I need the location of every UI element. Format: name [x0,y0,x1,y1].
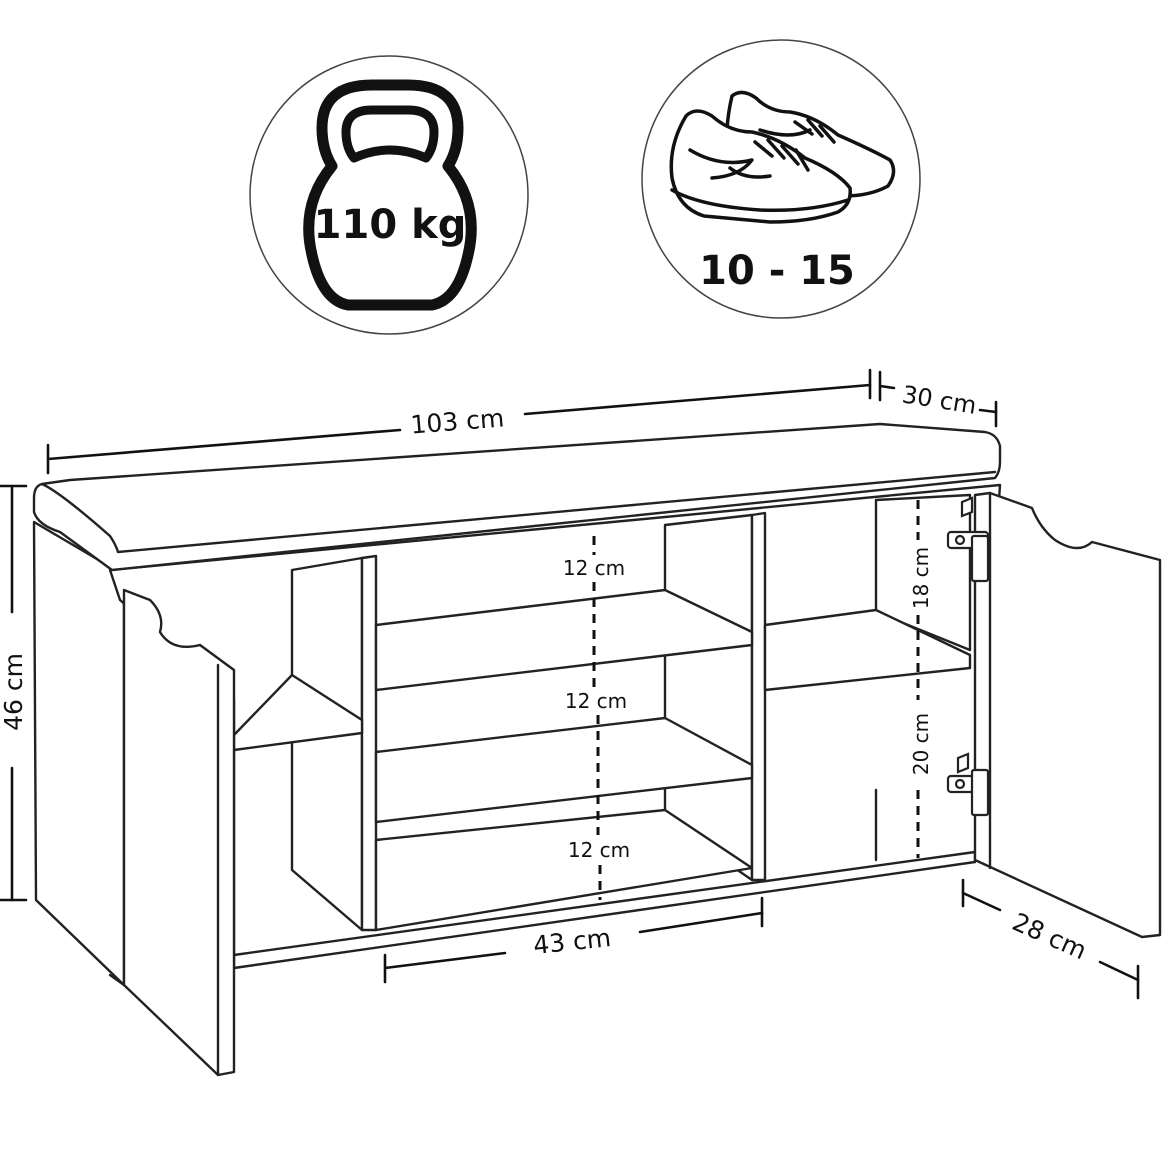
depth-label: 30 cm [900,380,978,419]
divider-center-left [360,554,378,932]
shoes-label: 10 - 15 [699,248,855,294]
left-side-panel [32,520,126,987]
kettlebell-icon [303,79,477,311]
center-shelf-middle [374,716,754,824]
weight-label: 110 kg [314,202,467,248]
divider-right [874,493,972,652]
hinge-top [946,496,990,583]
door-depth-label: 28 cm [1008,907,1091,965]
dimension-lines [0,368,1140,1000]
shelf-gap-top-label: 12 cm [563,556,625,580]
shelf-gap-middle-label: 12 cm [565,689,627,713]
divider-left [290,556,364,932]
bench [32,422,1162,1077]
center-bottom [374,808,754,932]
sneakers-icon [669,90,896,224]
right-door [973,491,1162,939]
compartment-width-label: 43 cm [532,923,612,960]
seat-cushion [32,422,1002,572]
right-gap-top-label: 18 cm [909,547,933,609]
shoes-badge: 10 - 15 [641,39,921,319]
left-door [122,588,236,1077]
center-shelf-top [374,588,754,692]
shelf-gap-bottom-label: 12 cm [568,838,630,862]
width-label: 103 cm [409,403,505,439]
hinge-bottom [946,752,990,817]
right-gap-bottom-label: 20 cm [909,713,933,775]
weight-badge: 110 kg [249,55,529,335]
height-label: 46 cm [0,653,28,731]
divider-right-front [750,511,767,882]
